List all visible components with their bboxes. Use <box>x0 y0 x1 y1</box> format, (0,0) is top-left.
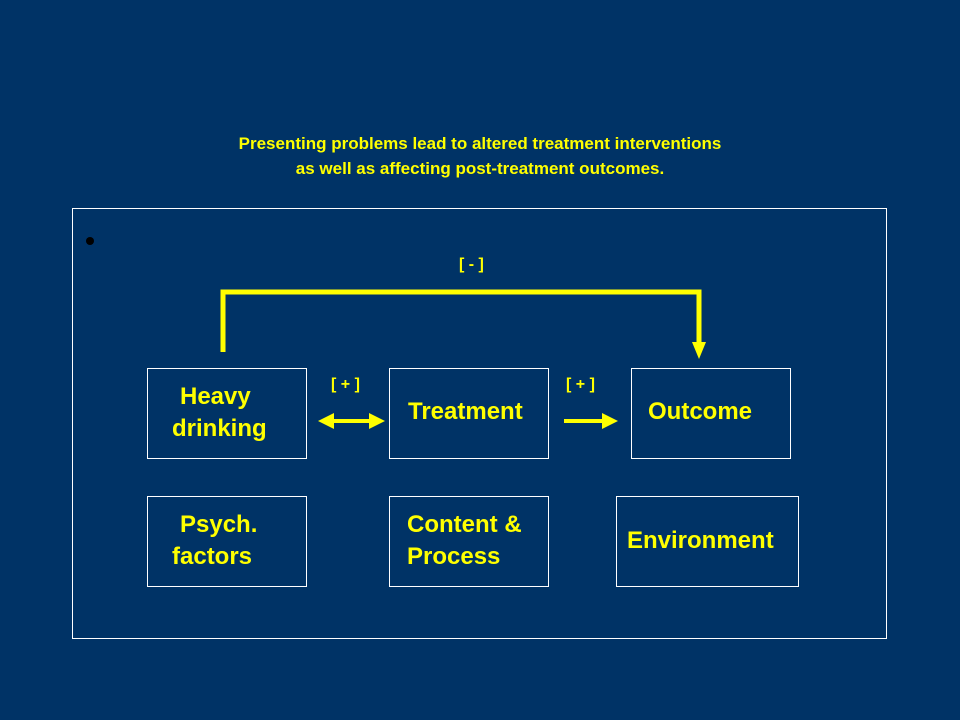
outcome-box <box>631 368 791 459</box>
feedback-arrow <box>220 289 702 352</box>
heavy-drinking-box <box>147 368 307 459</box>
sign-drinking-outcome: [ - ] <box>459 256 484 273</box>
heavy-drinking-label-1: Heavy <box>180 383 251 410</box>
treatment-box <box>389 368 549 459</box>
environment-box <box>616 496 799 587</box>
double-arrow-drinking-treatment <box>318 413 385 429</box>
outcome-label: Outcome <box>648 398 753 425</box>
slide-title: Presenting problems lead to altered trea… <box>0 131 960 181</box>
environment-label: Environment <box>627 527 774 554</box>
feedback-arrow-head <box>692 342 706 359</box>
psych-factors-label-1: Psych. <box>180 511 258 538</box>
bullet-icon <box>86 237 94 245</box>
psych-factors-box <box>147 496 307 587</box>
content-process-label-1: Content & <box>407 511 522 538</box>
title-line-2: as well as affecting post-treatment outc… <box>295 159 665 178</box>
content-process-box <box>389 496 549 587</box>
treatment-label: Treatment <box>408 398 523 425</box>
psych-factors-label-2: factors <box>172 543 253 570</box>
sign-treatment-outcome: [ + ] <box>566 376 595 393</box>
content-process-label-2: Process <box>407 543 501 570</box>
diagram-frame <box>72 208 887 639</box>
title-line-1: Presenting problems lead to altered trea… <box>238 134 722 153</box>
heavy-drinking-label-2: drinking <box>172 415 267 442</box>
sign-drinking-treatment: [ + ] <box>331 376 360 393</box>
arrow-treatment-outcome <box>564 413 618 429</box>
